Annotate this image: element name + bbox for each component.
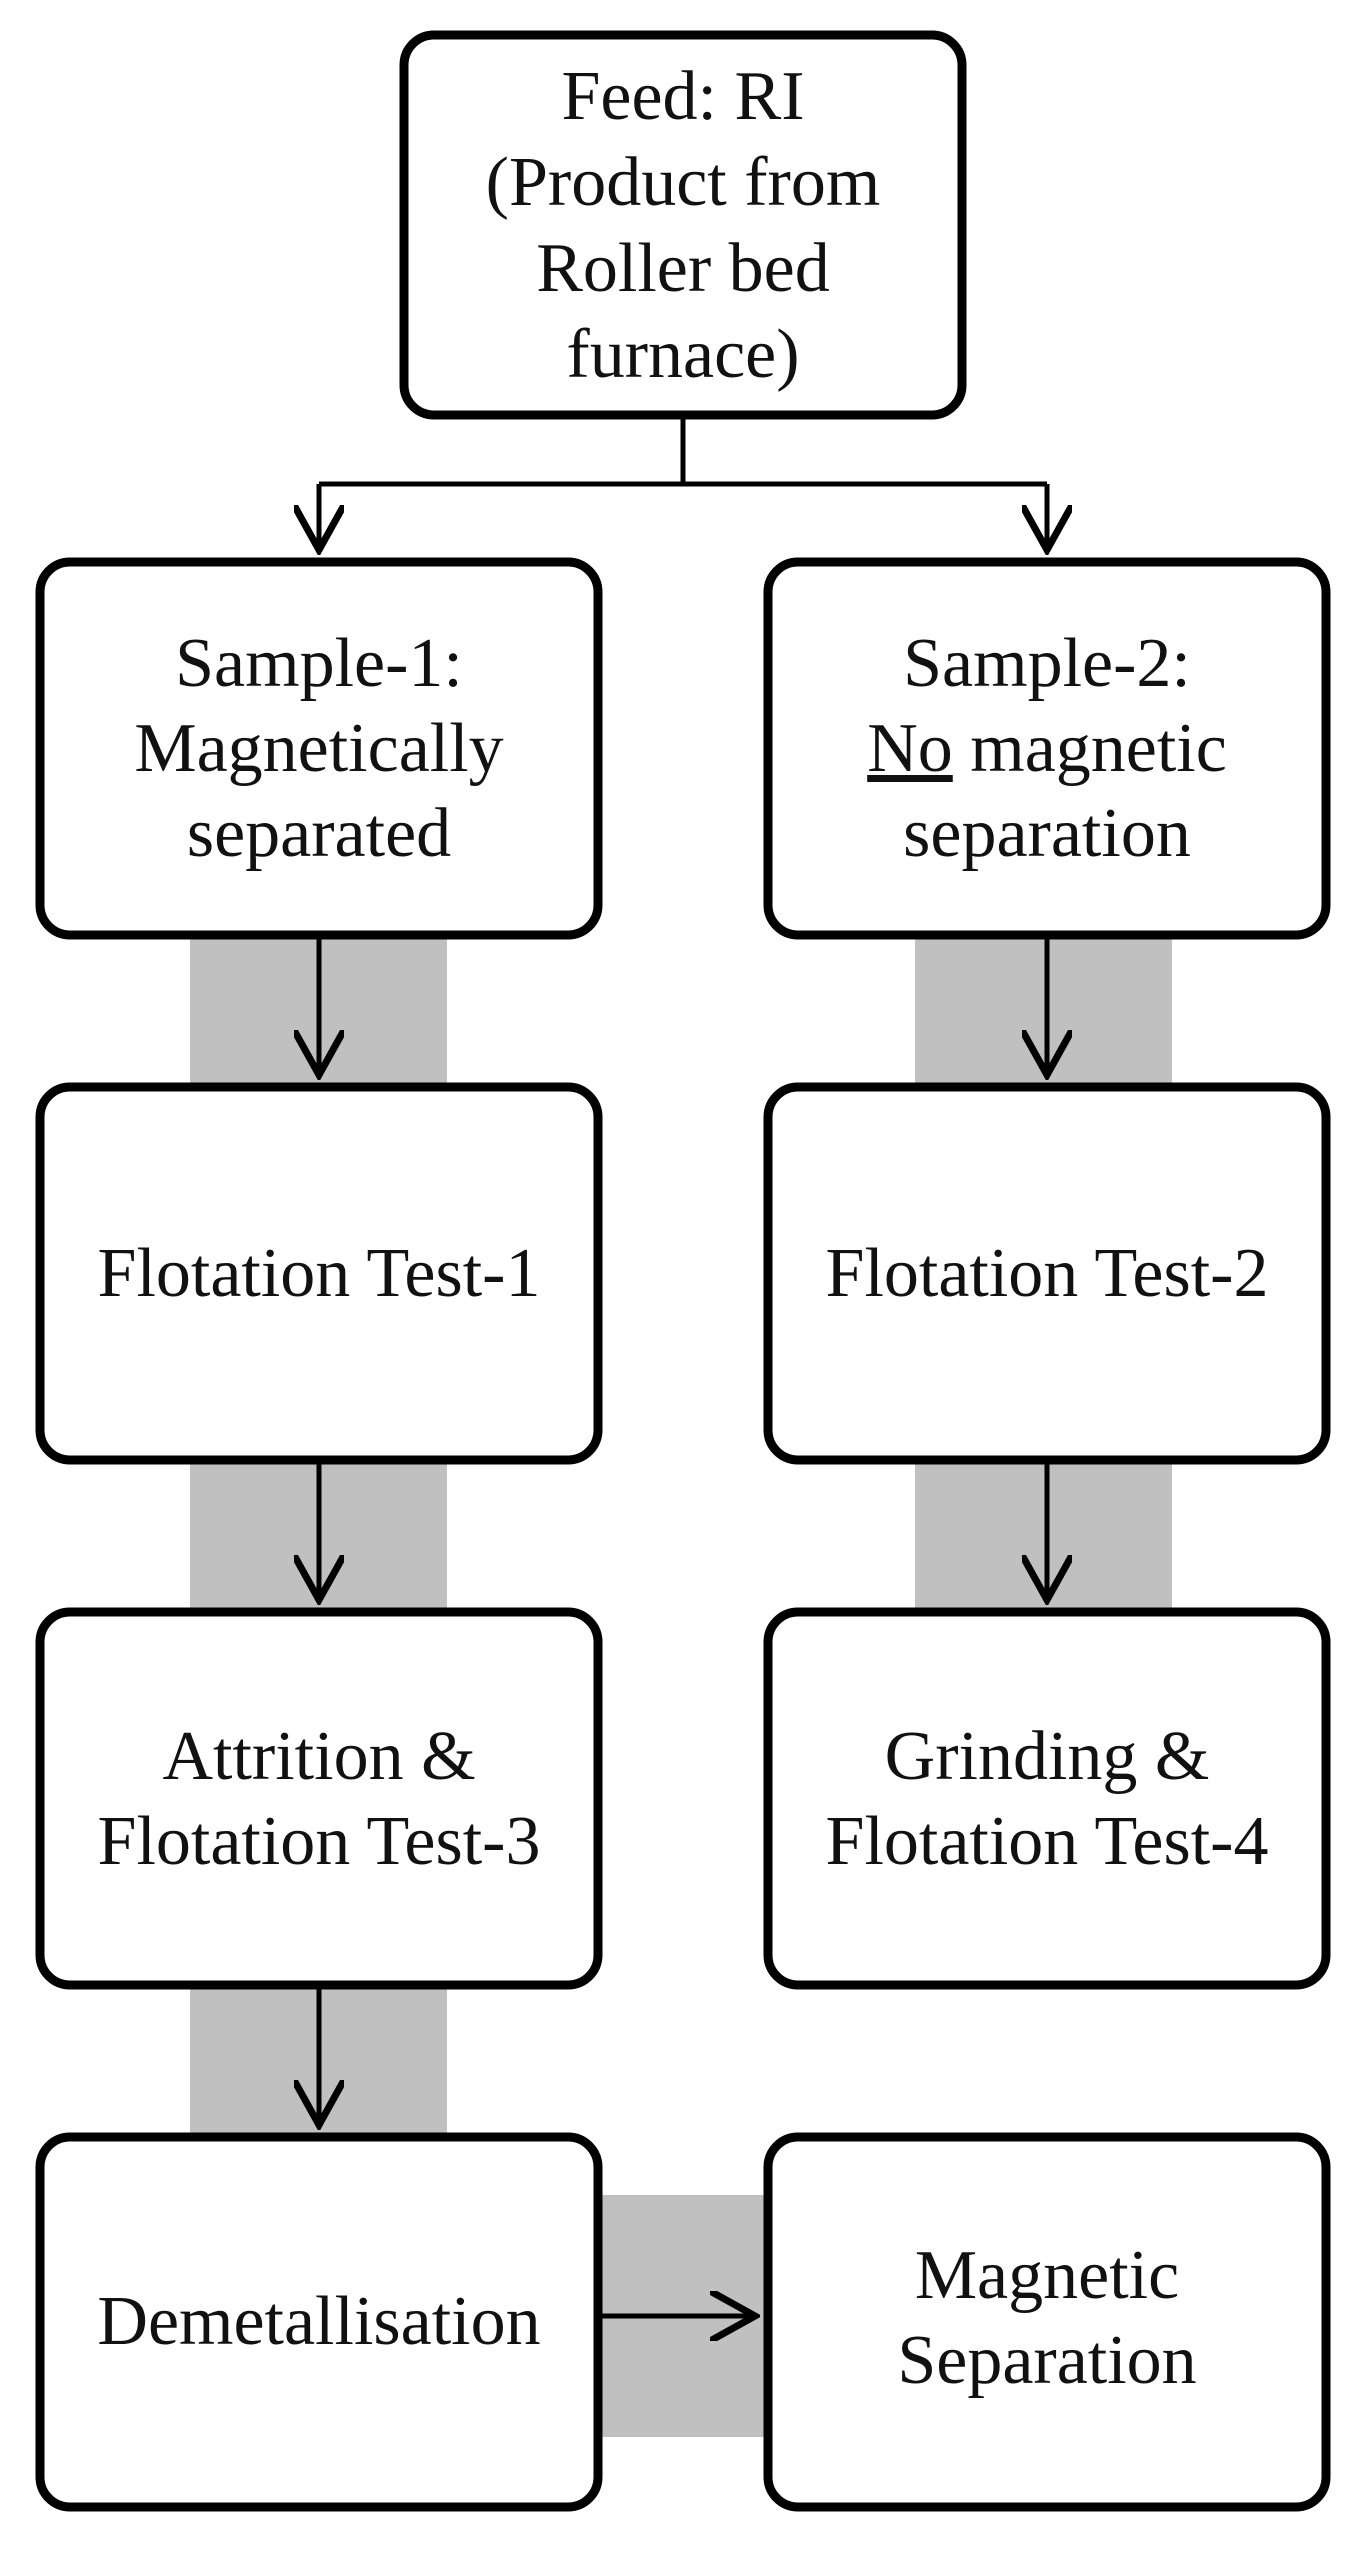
sample2-line-2: No magnetic — [867, 710, 1227, 787]
attrition-line-1: Attrition & — [162, 1718, 475, 1795]
grinding-line-2: Flotation Test-4 — [826, 1803, 1269, 1880]
sample2-magnetic: magnetic — [953, 710, 1227, 787]
box-feed — [399, 30, 967, 420]
band-flotation2-grinding — [915, 1460, 1172, 1610]
boxes — [35, 30, 1331, 2512]
sample2-no-underlined: No — [867, 710, 953, 787]
arrow-feed-split — [319, 415, 1047, 487]
feed-line-1: Feed: RI — [561, 58, 804, 135]
box-sample2 — [763, 557, 1331, 940]
magnetic-line-2: Separation — [897, 2322, 1196, 2399]
sample1-line-2: Magnetically — [134, 710, 503, 787]
sample1-line-1: Sample-1: — [175, 625, 463, 702]
labels: Feed: RI (Product from Roller bed furnac… — [97, 58, 1268, 2399]
sample2-line-3: separation — [903, 795, 1191, 872]
box-attrition — [35, 1607, 603, 1990]
box-grinding — [763, 1607, 1331, 1990]
box-demetallisation — [35, 2132, 603, 2512]
grinding-line-1: Grinding & — [885, 1718, 1210, 1795]
demetallisation-label: Demetallisation — [97, 2283, 540, 2360]
attrition-line-2: Flotation Test-3 — [98, 1803, 541, 1880]
sample1-line-3: separated — [187, 795, 451, 872]
sample2-line-1: Sample-2: — [903, 625, 1191, 702]
arrows — [319, 415, 1047, 2316]
flotation2-label: Flotation Test-2 — [826, 1235, 1269, 1312]
flotation1-label: Flotation Test-1 — [98, 1235, 541, 1312]
magnetic-line-1: Magnetic — [915, 2237, 1179, 2314]
box-flotation1 — [35, 1082, 603, 1465]
band-sample2-flotation2 — [915, 935, 1172, 1085]
box-flotation2 — [763, 1082, 1331, 1465]
box-magnetic — [763, 2132, 1331, 2512]
feed-line-3: Roller bed — [536, 230, 830, 307]
box-sample1 — [35, 557, 603, 940]
feed-line-2: (Product from — [486, 144, 881, 221]
feed-line-4: furnace) — [566, 316, 799, 393]
